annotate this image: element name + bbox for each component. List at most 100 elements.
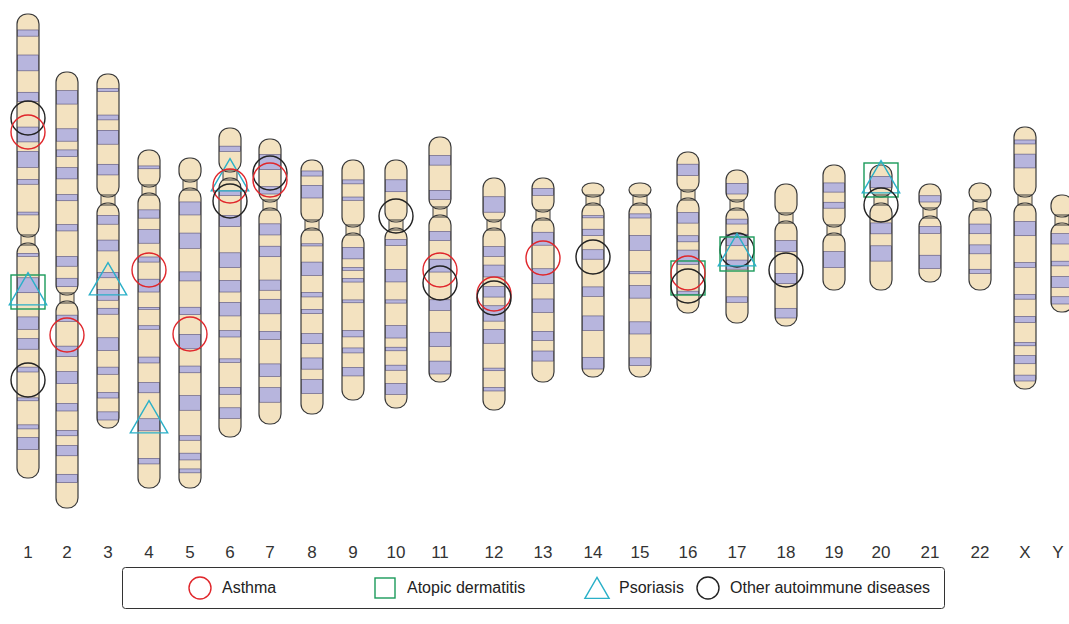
chromosome-band bbox=[139, 357, 160, 363]
chromosome-arm bbox=[219, 128, 241, 172]
chromosome-label: Y bbox=[1052, 544, 1063, 561]
chromosome-outline bbox=[429, 137, 451, 209]
chromosome-band bbox=[386, 326, 407, 338]
chromosome-band bbox=[386, 365, 407, 370]
chromosome-band bbox=[678, 212, 699, 223]
dermatitis-marker bbox=[375, 578, 395, 598]
chromosome-arm bbox=[97, 203, 119, 428]
chromosome-arm bbox=[775, 184, 797, 215]
chromosome-band bbox=[98, 130, 119, 144]
chromosome-outline bbox=[259, 139, 281, 202]
chromosome-arm bbox=[179, 188, 201, 488]
legend-box bbox=[123, 568, 945, 609]
chromosome-band bbox=[18, 425, 39, 429]
chromosome-band bbox=[1015, 221, 1036, 235]
chromosome-band bbox=[139, 230, 160, 244]
chromosome-band bbox=[430, 361, 451, 374]
autoimmune-marker bbox=[697, 577, 719, 599]
autoimmune-marker bbox=[576, 240, 610, 274]
chromosome-band bbox=[302, 309, 323, 313]
chromosome-band bbox=[180, 202, 201, 215]
chromosome bbox=[97, 74, 119, 428]
chromosome-band bbox=[18, 180, 39, 185]
chromosome-band bbox=[18, 92, 39, 101]
chromosome-outline bbox=[1014, 203, 1036, 389]
chromosome-outline bbox=[726, 170, 748, 202]
autoimmune-marker bbox=[11, 101, 45, 135]
chromosome-outline bbox=[969, 208, 991, 290]
chromosome-band bbox=[678, 291, 699, 294]
chromosome-band bbox=[727, 234, 748, 245]
chromosome-arm bbox=[56, 301, 78, 508]
chromosome-band bbox=[139, 382, 160, 392]
chromosome-band bbox=[430, 190, 451, 199]
chromosome bbox=[56, 72, 78, 508]
chromosome-outline bbox=[179, 158, 201, 182]
chromosome-band bbox=[260, 299, 281, 314]
chromosome-band bbox=[1015, 294, 1036, 299]
chromosome bbox=[342, 160, 364, 400]
chromosome-band bbox=[430, 300, 451, 311]
chromosome-outline bbox=[56, 301, 78, 508]
chromosome bbox=[1051, 195, 1069, 312]
chromosome-band bbox=[220, 359, 241, 363]
asthma-marker bbox=[50, 318, 84, 352]
chromosome-outline bbox=[138, 193, 160, 488]
chromosome-band bbox=[98, 240, 119, 251]
chromosome-band bbox=[1015, 375, 1036, 381]
chromosome-arm bbox=[870, 165, 892, 197]
chromosome-band bbox=[220, 387, 241, 394]
chromosome-band bbox=[260, 155, 281, 170]
chromosome-band bbox=[533, 299, 554, 312]
chromosome-band bbox=[98, 215, 119, 224]
chromosome-outline bbox=[97, 74, 119, 197]
chromosome-band bbox=[220, 253, 241, 268]
autoimmune-marker bbox=[213, 184, 247, 218]
chromosome-outline bbox=[775, 184, 797, 215]
chromosome-arm bbox=[775, 221, 797, 326]
chromosome-band bbox=[970, 269, 991, 273]
chromosome-arm bbox=[483, 178, 505, 222]
autoimmune-marker bbox=[253, 156, 287, 190]
asthma-marker bbox=[11, 115, 45, 149]
chromosome-band bbox=[302, 262, 323, 275]
chromosome-band bbox=[343, 180, 364, 184]
chromosome-arm bbox=[179, 158, 201, 182]
chromosome bbox=[385, 160, 407, 408]
chromosome-label: 17 bbox=[728, 544, 747, 561]
chromosome-arm bbox=[138, 193, 160, 488]
chromosome-outline bbox=[677, 152, 699, 192]
chromosome-band bbox=[302, 358, 323, 369]
chromosome-band bbox=[583, 287, 604, 296]
chromosome-band bbox=[98, 338, 119, 351]
chromosome-outline bbox=[919, 216, 941, 282]
chromosome-label: 5 bbox=[185, 544, 194, 561]
chromosome-band bbox=[1052, 234, 1069, 244]
chromosome-band bbox=[776, 273, 797, 283]
chromosome-label: 19 bbox=[825, 544, 844, 561]
chromosome-band bbox=[386, 240, 407, 246]
chromosome-band bbox=[57, 430, 78, 435]
chromosome-label: 4 bbox=[144, 544, 153, 561]
chromosome-band bbox=[260, 388, 281, 403]
chromosome-label: 20 bbox=[872, 544, 891, 561]
chromosome-outline bbox=[385, 160, 407, 222]
chromosome-band bbox=[302, 171, 323, 176]
chromosome-label: 15 bbox=[631, 544, 650, 561]
chromosome-arm bbox=[429, 137, 451, 209]
chromosome-band bbox=[18, 437, 39, 449]
chromosome-band bbox=[139, 307, 160, 309]
chromosome-band bbox=[343, 247, 364, 259]
chromosome-band bbox=[302, 334, 323, 344]
chromosome-arm bbox=[259, 139, 281, 202]
chromosome-band bbox=[139, 419, 160, 431]
chromosome-band bbox=[1015, 154, 1036, 168]
chromosome-band bbox=[57, 403, 78, 411]
chromosome-outline bbox=[301, 228, 323, 414]
chromosome bbox=[1014, 127, 1036, 389]
chromosome-band bbox=[180, 307, 201, 314]
chromosome-outline bbox=[483, 178, 505, 222]
chromosome-band bbox=[386, 300, 407, 303]
chromosome-band bbox=[180, 453, 201, 460]
